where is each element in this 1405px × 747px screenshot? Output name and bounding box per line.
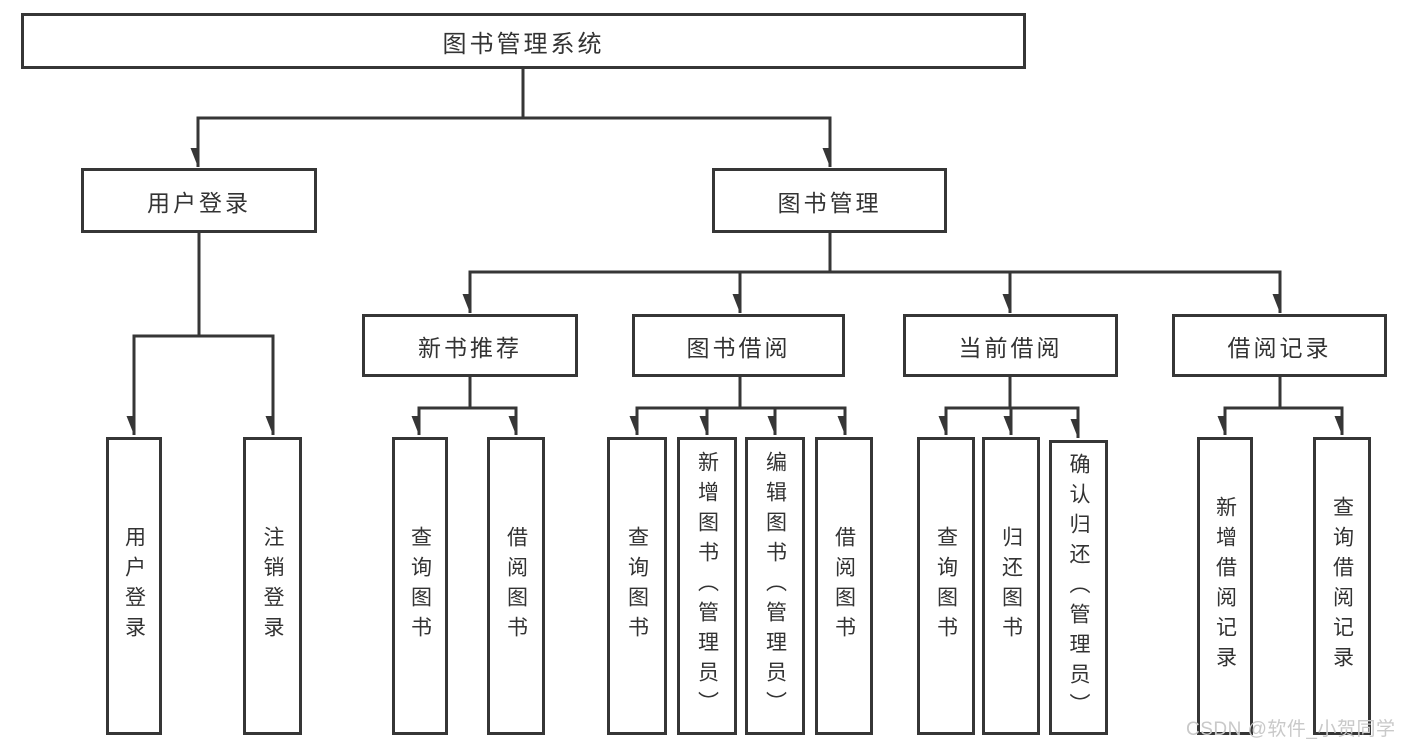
- node-book-borrowing: 图书借阅: [632, 314, 845, 377]
- leaf-add-books-admin: 新增图书（管理员）: [677, 437, 737, 735]
- leaf-query-books-1: 查询图书: [392, 437, 448, 735]
- node-book-management-system: 图书管理系统: [21, 13, 1026, 69]
- leaf-add-borrow-record: 新增借阅记录: [1197, 437, 1253, 735]
- leaf-user-login: 用户登录: [106, 437, 162, 735]
- leaf-borrow-books-2: 借阅图书: [815, 437, 873, 735]
- leaf-borrow-books-1: 借阅图书: [487, 437, 545, 735]
- node-new-book-recommend: 新书推荐: [362, 314, 578, 377]
- node-borrowing-records: 借阅记录: [1172, 314, 1387, 377]
- leaf-edit-books-admin: 编辑图书（管理员）: [745, 437, 805, 735]
- leaf-query-books-3: 查询图书: [917, 437, 975, 735]
- node-book-management: 图书管理: [712, 168, 947, 233]
- leaf-return-books: 归还图书: [982, 437, 1040, 735]
- watermark: CSDN @软件_小贺同学: [1186, 719, 1396, 740]
- leaf-query-borrow-record: 查询借阅记录: [1313, 437, 1371, 735]
- leaf-confirm-return-admin: 确认归还（管理员）: [1049, 440, 1108, 735]
- node-current-borrowing: 当前借阅: [903, 314, 1118, 377]
- leaf-logout-login: 注销登录: [243, 437, 302, 735]
- node-user-login: 用户登录: [81, 168, 317, 233]
- leaf-query-books-2: 查询图书: [607, 437, 667, 735]
